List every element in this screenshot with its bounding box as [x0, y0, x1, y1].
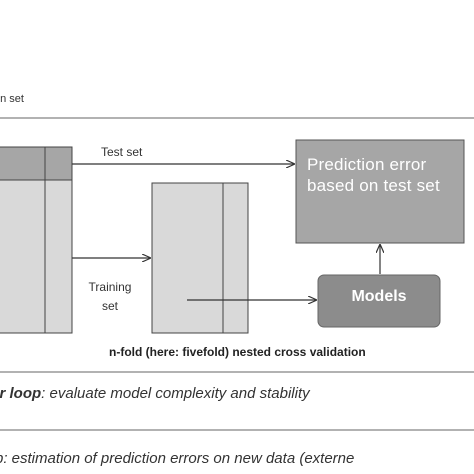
inner-loop-description: : evaluate model complexity and stabilit…	[41, 385, 310, 402]
prediction-error-box	[295, 139, 465, 244]
outer-loop-caption: p: estimation of prediction errors on ne…	[0, 450, 355, 467]
test-set-label: Test set	[101, 145, 143, 159]
training-set-label: Training set	[80, 278, 140, 316]
inner-loop-caption: ner loop: evaluate model complexity and …	[0, 385, 310, 402]
models-box	[317, 274, 441, 328]
training-set-label-line1: Training	[88, 280, 132, 294]
nested-cv-caption: n-fold (here: fivefold) nested cross val…	[109, 345, 366, 359]
prediction-error-text: Prediction error based on test set	[307, 155, 440, 195]
inner-loop-term: ner loop	[0, 385, 42, 402]
training-set-label-line2: set	[101, 299, 118, 313]
models-text: Models	[351, 288, 407, 305]
training-fold-block	[151, 182, 249, 334]
validation-set-label: on set	[0, 93, 24, 105]
dataset-test-segment	[0, 146, 73, 181]
